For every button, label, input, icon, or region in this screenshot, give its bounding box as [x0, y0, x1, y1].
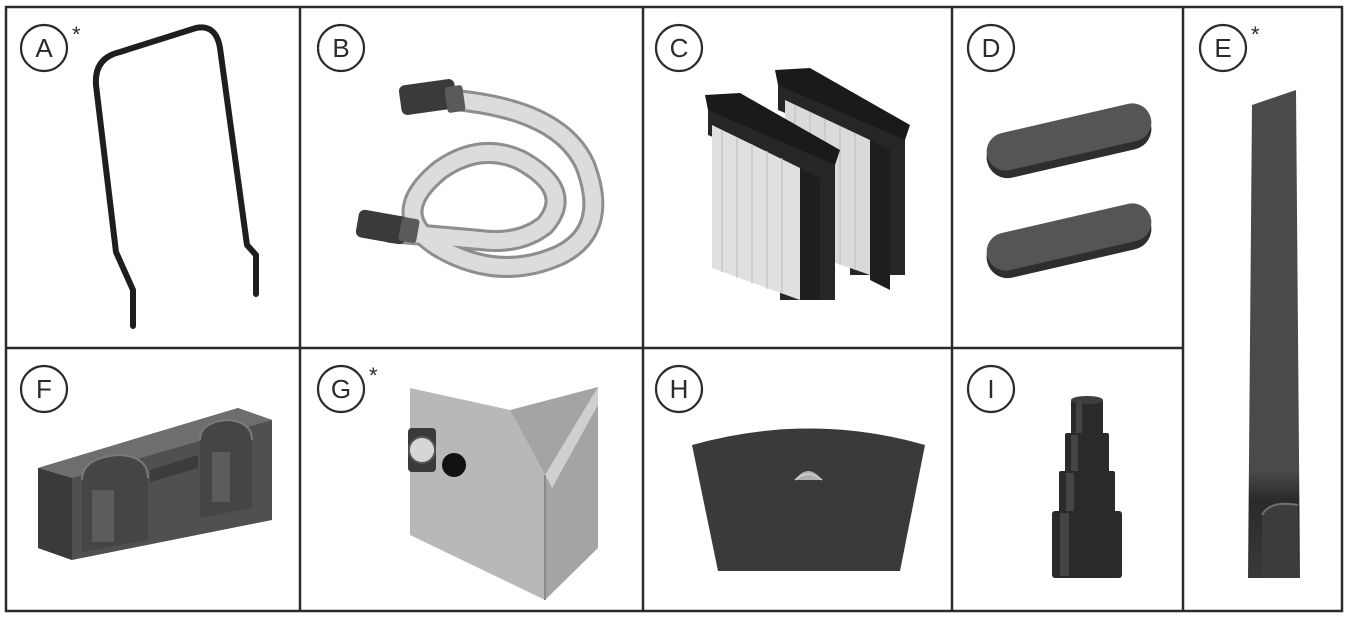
part-asterisk: *	[1251, 22, 1260, 47]
part-cell-d: D	[966, 23, 1152, 279]
part-badge	[1198, 23, 1248, 73]
part-badge	[654, 364, 704, 414]
part-cell-c: C	[654, 23, 910, 300]
part-asterisk: *	[72, 22, 81, 47]
disposal-bag-icon	[692, 428, 925, 571]
felt-pad-icon	[986, 103, 1152, 279]
part-letter: C	[670, 33, 689, 63]
part-letter: D	[982, 33, 1001, 63]
part-letter: G	[331, 374, 351, 404]
part-cell-h: H	[654, 364, 925, 571]
part-badge	[316, 23, 366, 73]
part-letter: F	[36, 374, 52, 404]
part-cell-b: B	[316, 23, 605, 278]
part-letter: E	[1214, 33, 1231, 63]
part-badge	[966, 23, 1016, 73]
part-badge	[316, 364, 366, 414]
part-letter: B	[332, 33, 349, 63]
part-badge	[19, 23, 69, 73]
flat-pleated-filter-icon	[705, 68, 910, 300]
part-cell-e: E *	[1198, 22, 1300, 578]
part-letter: I	[987, 374, 994, 404]
part-letter: A	[35, 33, 53, 63]
part-badge	[966, 364, 1016, 414]
part-cell-a: A *	[19, 22, 259, 329]
part-letter: H	[670, 374, 689, 404]
crevice-nozzle-icon	[1248, 90, 1300, 578]
part-asterisk: *	[369, 363, 378, 388]
filter-bag-icon	[408, 387, 598, 600]
part-cell-i: I	[966, 364, 1122, 578]
part-badge	[19, 364, 69, 414]
accessory-holder-icon	[38, 408, 272, 560]
part-cell-g: G *	[316, 363, 598, 600]
part-cell-f: F	[19, 364, 272, 560]
grid-lines	[4, 5, 1344, 613]
stepped-adapter-icon	[1052, 396, 1122, 578]
suction-hose-icon	[355, 79, 605, 278]
part-badge	[654, 23, 704, 73]
push-handle-icon	[92, 24, 259, 329]
outer-frame	[4, 5, 1344, 613]
